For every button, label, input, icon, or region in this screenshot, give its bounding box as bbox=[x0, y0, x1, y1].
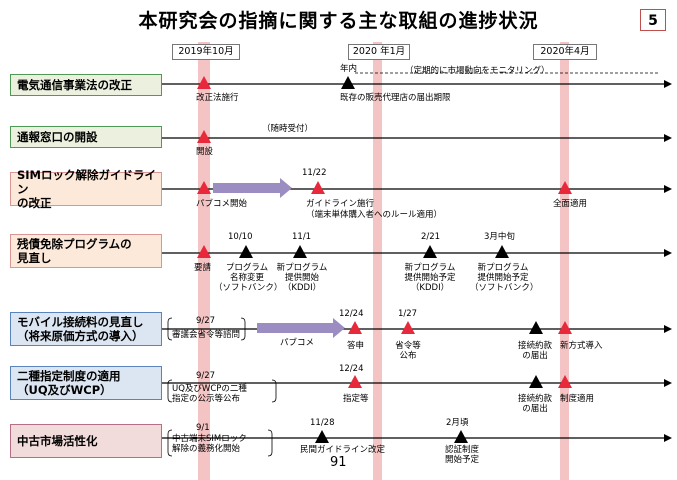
label-march: 3月中旬 bbox=[484, 232, 515, 242]
triangle-black bbox=[495, 245, 509, 258]
triangle-red bbox=[197, 130, 211, 143]
label-softbank-rename: プログラム 名称変更 （ソフトバンク） bbox=[214, 263, 283, 293]
label-nenai: 年内 bbox=[340, 64, 358, 74]
label-r6-setsuzoku: 接続約款 の届出 bbox=[517, 394, 552, 414]
page-number: 5 bbox=[640, 9, 666, 31]
row-label-7: 中古市場活性化 bbox=[10, 424, 162, 458]
bracket-row5 bbox=[167, 317, 173, 341]
label-shiko: 改正法施行 bbox=[196, 93, 239, 103]
triangle-black bbox=[454, 430, 468, 443]
row-label-1: 電気通信事業法の改正 bbox=[10, 74, 162, 96]
row-label-2: 通報窓口の開設 bbox=[10, 126, 162, 148]
label-r7-91: 9/1 bbox=[196, 423, 210, 433]
page-footer-number: 91 bbox=[330, 455, 347, 470]
triangle-red bbox=[558, 321, 572, 334]
triangle-red bbox=[558, 375, 572, 388]
label-r5-127: 1/27 bbox=[398, 309, 418, 319]
triangle-red bbox=[401, 321, 415, 334]
label-zuiji: （随時受付） bbox=[262, 124, 314, 134]
label-r6-1224: 12/24 bbox=[339, 364, 364, 374]
label-221: 2/21 bbox=[421, 232, 441, 242]
red-milestones bbox=[197, 76, 572, 388]
label-kddi-new: 新プログラム 提供開始 （KDDI） bbox=[276, 263, 328, 293]
label-r5-927: 9/27 bbox=[196, 316, 216, 326]
row-label-6: 二種指定制度の適用（UQ及びWCP） bbox=[10, 366, 162, 400]
label-feb: 2月頃 bbox=[446, 418, 469, 428]
label-kisei: 既存の販売代理店の届出期限 bbox=[340, 93, 451, 103]
label-r5-pubcom: パブコメ bbox=[280, 338, 315, 348]
bracket-row6 bbox=[167, 379, 173, 403]
vline-jan bbox=[373, 42, 382, 480]
label-kddi-planned: 新プログラム 提供開始予定 （KDDI） bbox=[404, 263, 456, 293]
label-toshin: 答申 bbox=[347, 341, 365, 351]
row-label-5: モバイル接続料の見直し（将来原価方式の導入） bbox=[10, 312, 162, 346]
label-minkan: 民間ガイドライン改定 bbox=[300, 445, 386, 455]
row-label-4: 残債免除プログラムの見直し bbox=[10, 234, 162, 268]
vline-apr bbox=[560, 42, 569, 480]
triangle-black bbox=[423, 245, 437, 258]
label-r6-927: 9/27 bbox=[196, 371, 216, 381]
label-shimon: 審議会省令等諮問 bbox=[172, 330, 241, 340]
label-kaisetsu: 開設 bbox=[196, 147, 214, 157]
vline-oct bbox=[198, 42, 210, 480]
triangle-red bbox=[348, 375, 362, 388]
label-shorei: 省令等 公布 bbox=[395, 341, 421, 361]
bracket-row7 bbox=[167, 429, 173, 457]
label-yosei: 要請 bbox=[194, 263, 212, 273]
label-uq-shitei: UQ及びWCPの二種 指定の公示等公布 bbox=[172, 384, 247, 404]
label-pubcom-start: パブコメ開始 bbox=[196, 199, 248, 209]
label-zenmen: 全面適用 bbox=[553, 199, 588, 209]
label-r5-setsuzoku: 接続約款 の届出 bbox=[517, 341, 552, 361]
label-seido: 制度適用 bbox=[560, 394, 595, 404]
label-1122: 11/22 bbox=[302, 168, 327, 178]
label-chuko: 中古端末SIMロック 解除の義務化開始 bbox=[172, 434, 247, 454]
triangle-red bbox=[197, 245, 211, 258]
row-arrowheads bbox=[664, 80, 672, 442]
triangle-red bbox=[348, 321, 362, 334]
triangle-black bbox=[529, 375, 543, 388]
triangle-black bbox=[529, 321, 543, 334]
triangle-black bbox=[315, 430, 329, 443]
label-shinhoshiki: 新方式導入 bbox=[560, 341, 603, 351]
label-softbank-planned: 新プログラム 提供開始予定 （ソフトバンク） bbox=[470, 263, 539, 293]
label-111: 11/1 bbox=[292, 232, 312, 242]
label-gl-note: （端末単体購入者へのルール適用） bbox=[306, 210, 443, 220]
date-header-jan2020: 2020 年1月 bbox=[348, 44, 410, 60]
date-header-apr2020: 2020年4月 bbox=[533, 44, 597, 60]
label-shitei: 指定等 bbox=[343, 394, 369, 404]
triangle-red bbox=[311, 181, 325, 194]
label-monitor: （定期的に市場動向をモニタリング） bbox=[405, 66, 550, 76]
triangle-black bbox=[293, 245, 307, 258]
triangle-black bbox=[341, 76, 355, 89]
label-1010: 10/10 bbox=[228, 232, 253, 242]
triangle-black bbox=[239, 245, 253, 258]
row-label-3: SIMロック解除ガイドラインの改正 bbox=[10, 168, 162, 210]
label-nintei: 認証制度 開始予定 bbox=[444, 445, 479, 465]
page-title: 本研究会の指摘に関する主な取組の進捗状況 bbox=[138, 10, 539, 32]
triangle-red bbox=[197, 76, 211, 89]
date-header-oct2019: 2019年10月 bbox=[172, 44, 240, 60]
black-milestones bbox=[239, 76, 543, 443]
triangle-red bbox=[197, 181, 211, 194]
pubcom-arrow-row5 bbox=[257, 318, 345, 338]
label-r7-1128: 11/28 bbox=[310, 418, 335, 428]
pubcom-arrow-row3 bbox=[213, 178, 292, 198]
label-r5-1224: 12/24 bbox=[339, 309, 364, 319]
triangle-red bbox=[558, 181, 572, 194]
label-gl-shiko: ガイドライン施行 bbox=[306, 199, 375, 209]
